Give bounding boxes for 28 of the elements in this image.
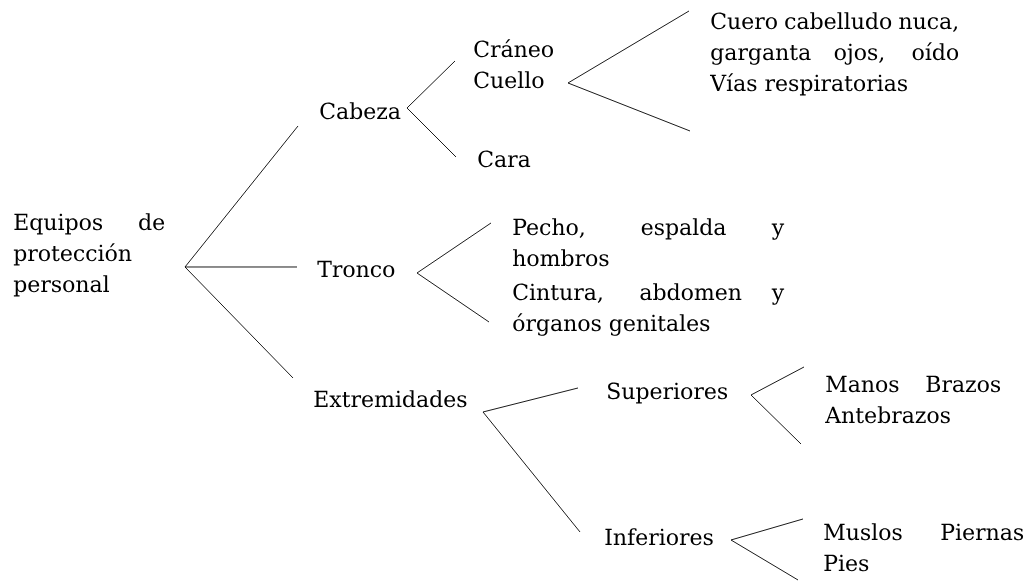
branch-line — [750, 366, 805, 396]
branch-line — [184, 266, 298, 268]
branch-line — [184, 125, 299, 268]
category-label: Cráneo Cuello — [474, 39, 553, 89]
category-label: Extremidades — [314, 390, 467, 408]
branch-line — [482, 387, 579, 413]
category-label: Pecho, espalda y hombros — [513, 218, 785, 267]
branch-line — [730, 518, 804, 541]
branch-line — [184, 266, 294, 379]
category-label: Cuero cabelludo nuca, garganta ojos, oído Vías respiratorias — [710, 12, 959, 96]
category-label: Muslos Piernas Pies — [824, 523, 1024, 572]
category-label: Manos Brazos Antebrazos — [825, 375, 1001, 424]
category-label: Cara — [478, 150, 531, 168]
category-label: Equipos de protección personal — [13, 213, 165, 297]
category-label: Inferiores — [605, 528, 713, 546]
branch-line — [406, 60, 456, 109]
category-label: Cabeza — [320, 102, 401, 120]
branch-line — [416, 272, 490, 323]
branch-line — [416, 222, 492, 274]
branch-line — [730, 539, 799, 581]
branch-line — [482, 411, 581, 533]
category-label: Cintura, abdomen y órganos genitales — [513, 283, 785, 336]
branch-line — [567, 10, 690, 84]
branch-line — [750, 394, 802, 445]
category-label: Tronco — [317, 260, 395, 278]
branch-line — [406, 107, 457, 158]
branch-line — [567, 82, 691, 132]
category-label: Superiores — [608, 382, 728, 404]
